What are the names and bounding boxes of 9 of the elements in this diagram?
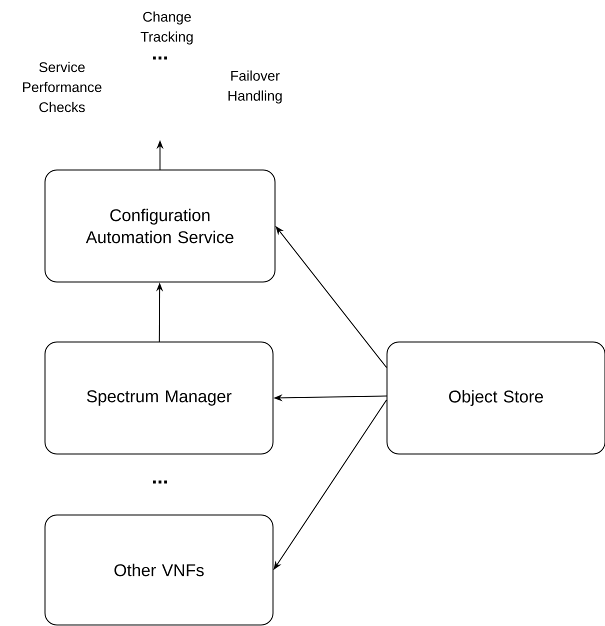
feature-label: Change Tracking (140, 11, 193, 45)
ellipsis: ... (153, 56, 167, 60)
process-box: Configuration Automation Service (44, 170, 276, 282)
feature-label: Service Performance Checks (23, 62, 102, 112)
process-box: Object Store (386, 342, 605, 454)
ellipsis: ... (153, 480, 167, 484)
feature-label: Failover Handling (228, 70, 282, 104)
process-box: Spectrum Manager (44, 342, 274, 454)
process-box: Other VNFs (44, 514, 274, 626)
